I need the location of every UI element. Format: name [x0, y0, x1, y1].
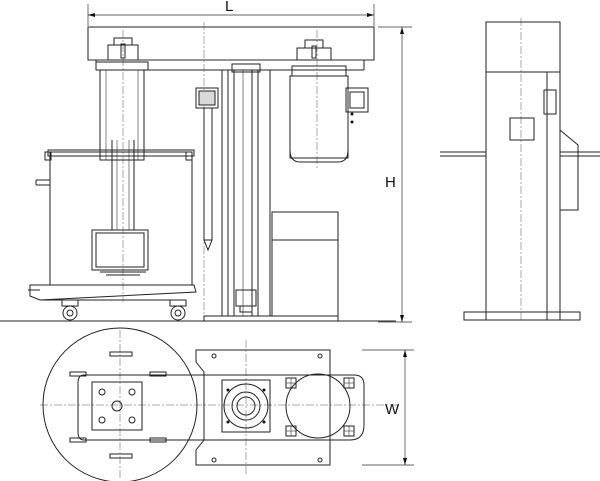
lift-cylinder	[99, 69, 145, 161]
main-column	[221, 69, 271, 317]
control-cabinet	[271, 211, 339, 317]
base-plate-outline	[77, 374, 365, 441]
side-view	[440, 18, 600, 321]
front-view	[0, 22, 396, 322]
motor	[289, 65, 369, 163]
mixing-tank	[49, 151, 193, 286]
caster-right	[169, 299, 187, 321]
dimension-H: H	[378, 26, 412, 323]
side-column	[485, 71, 561, 321]
dimension-W: W	[362, 349, 414, 466]
side-motor-block	[485, 21, 561, 73]
lift-plate	[91, 381, 143, 431]
dimension-H-label: H	[385, 174, 396, 191]
tank-outline	[42, 327, 198, 481]
caster-left	[61, 299, 79, 321]
mixing-head	[91, 229, 149, 271]
dimension-L-label: L	[225, 0, 233, 15]
dimension-L: L	[87, 0, 375, 26]
dimension-W-label: W	[385, 401, 400, 418]
motor-top-circle	[285, 373, 351, 439]
side-base	[463, 311, 581, 321]
column-ring	[223, 383, 269, 429]
top-view	[40, 327, 400, 481]
